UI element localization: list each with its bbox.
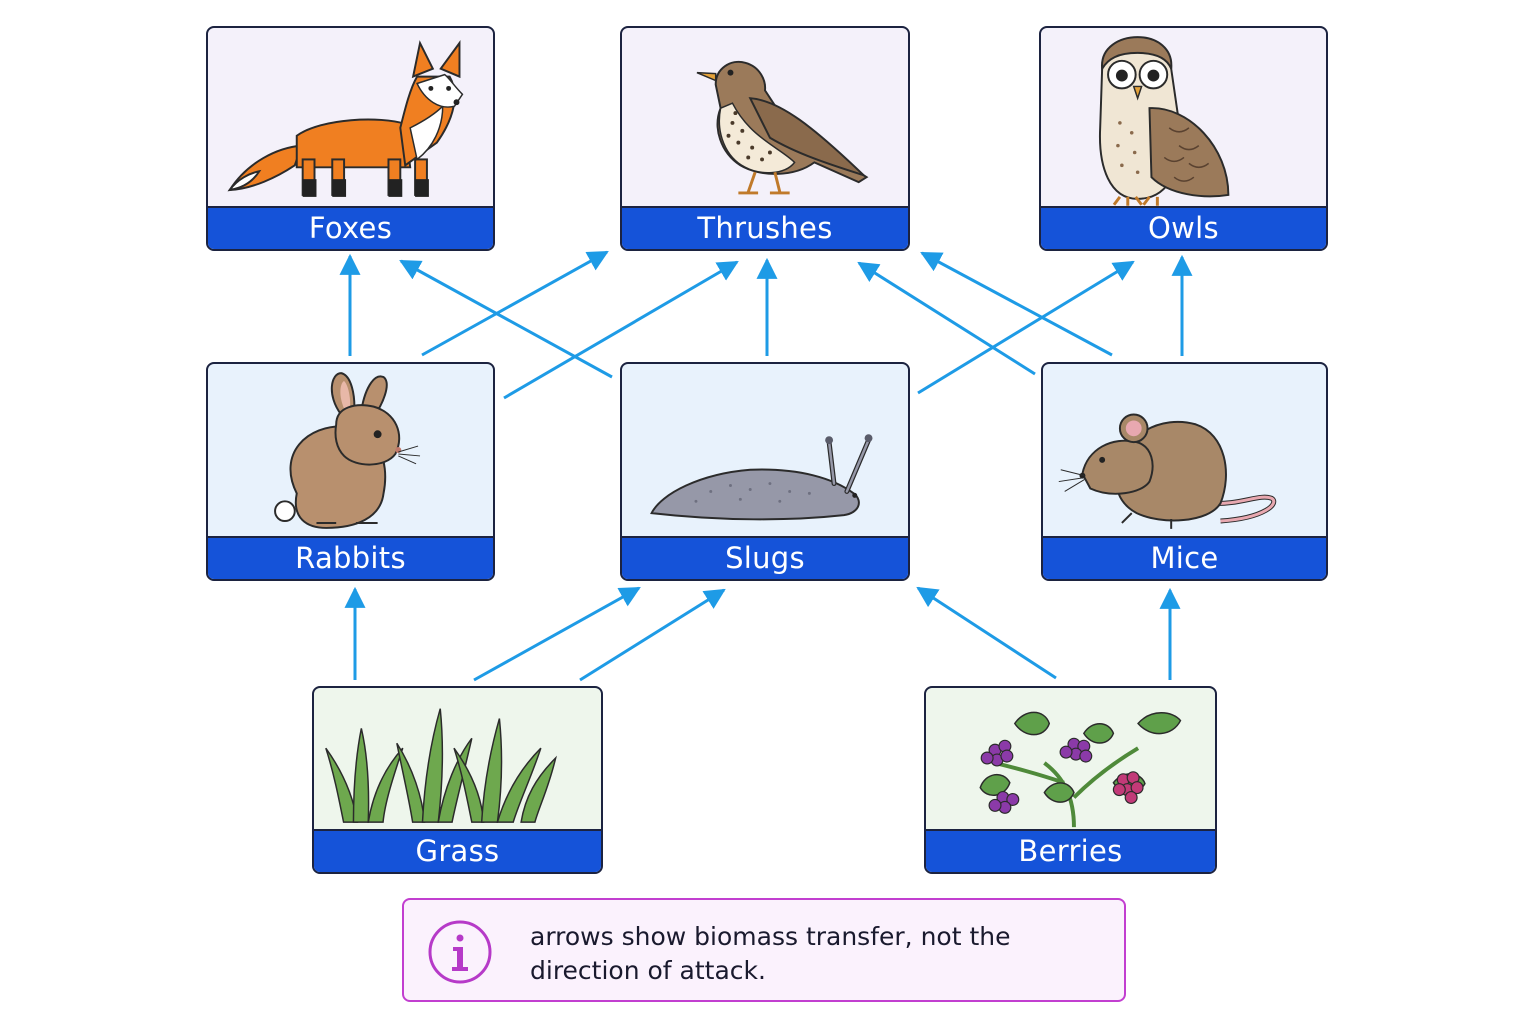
arrow-mice-to-thrushes [920, 251, 1113, 357]
node-label: Grass [314, 829, 601, 872]
thrush-icon [696, 60, 869, 195]
node-slugs[interactable]: Slugs [620, 362, 910, 581]
node-owls[interactable]: Owls [1039, 26, 1328, 251]
arrow-mice-to-thrushes [857, 261, 1036, 376]
note-text: arrows show biomass transfer, not the di… [530, 922, 1011, 985]
info-note: arrows show biomass transfer, not the di… [402, 898, 1126, 1002]
slug-icon [650, 434, 873, 521]
arrow-rabbits-to-thrushes [421, 250, 609, 357]
arrow-grass-to-slugs [473, 586, 641, 682]
node-label: Thrushes [622, 206, 908, 249]
arrow-rabbits-to-thrushes [503, 260, 739, 400]
arrow-grass-to-slugs [579, 588, 726, 682]
node-label: Rabbits [208, 536, 493, 579]
arrow-berries-to-slugs [916, 586, 1057, 680]
rabbit-icon [274, 372, 421, 529]
grass-icon [325, 708, 557, 823]
node-label: Owls [1041, 206, 1326, 249]
node-label: Mice [1043, 536, 1326, 579]
node-label: Berries [926, 829, 1215, 872]
fox-icon [227, 40, 464, 197]
mouse-icon [1058, 413, 1277, 529]
node-berries[interactable]: Berries [924, 686, 1217, 874]
arrow-slugs-to-owls [917, 260, 1135, 395]
node-rabbits[interactable]: Rabbits [206, 362, 495, 581]
node-label: Slugs [622, 536, 908, 579]
node-grass[interactable]: Grass [312, 686, 603, 874]
owl-icon [1098, 36, 1230, 206]
node-foxes[interactable]: Foxes [206, 26, 495, 251]
arrow-slugs-to-foxes [399, 259, 613, 379]
info-icon [428, 920, 492, 984]
berries-icon [979, 711, 1182, 828]
node-mice[interactable]: Mice [1041, 362, 1328, 581]
node-thrushes[interactable]: Thrushes [620, 26, 910, 251]
node-label: Foxes [208, 206, 493, 249]
